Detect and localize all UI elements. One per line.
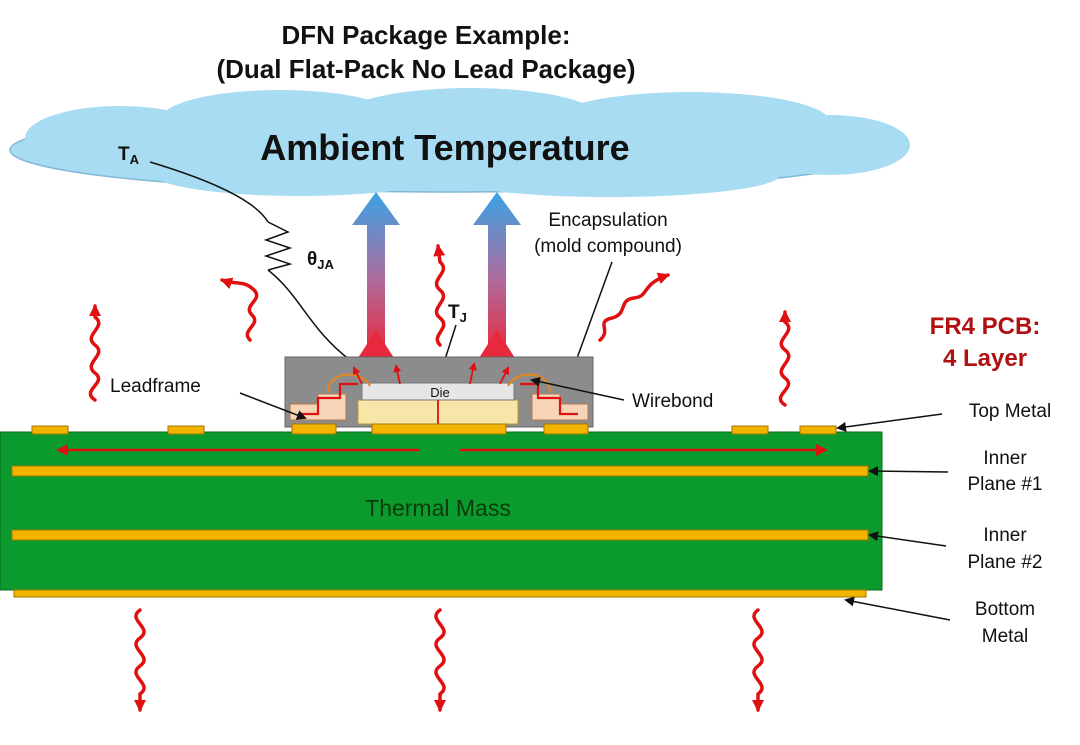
heat-wave-upper-left bbox=[220, 277, 259, 342]
inner-plane-2-label-1: Inner bbox=[983, 525, 1027, 546]
heat-wave-bottom-right bbox=[752, 608, 764, 712]
top-metal-label: Top Metal bbox=[969, 401, 1051, 422]
ambient-temperature-label: Ambient Temperature bbox=[260, 127, 629, 168]
die-heat-arrow-2 bbox=[393, 364, 402, 385]
top-metal-pad-2 bbox=[167, 425, 205, 435]
bottom-metal-pointer bbox=[844, 596, 951, 621]
inner-plane-1 bbox=[11, 465, 869, 477]
bottom-metal-label-2: Metal bbox=[982, 626, 1028, 647]
leadframe-pointer bbox=[239, 392, 307, 420]
top-metal-pad-1 bbox=[31, 425, 69, 435]
wirebond-left bbox=[327, 373, 371, 393]
top-metal-pad-5 bbox=[543, 423, 589, 435]
pcb-title-line-1: FR4 PCB: bbox=[930, 313, 1041, 340]
heat-arrow-base-left bbox=[358, 330, 394, 358]
top-metal-pad-6 bbox=[731, 425, 769, 435]
encapsulation-label-1: Encapsulation bbox=[548, 210, 667, 231]
wirebond-right bbox=[507, 373, 551, 393]
heat-wave-upper-center bbox=[433, 244, 446, 347]
theta-lead-line bbox=[149, 161, 269, 223]
inner-plane-2 bbox=[11, 529, 869, 541]
top-metal-pad-4 bbox=[371, 423, 507, 435]
heat-wave-upper-right bbox=[598, 272, 670, 342]
pcb-title-line-2: 4 Layer bbox=[943, 345, 1027, 372]
top-metal-pad-3 bbox=[291, 423, 337, 435]
ta-symbol: TA bbox=[118, 144, 140, 167]
encapsulation-pointer bbox=[570, 261, 613, 374]
heat-wave-far-right bbox=[778, 310, 791, 407]
top-metal-pointer bbox=[836, 413, 943, 432]
theta-ja-symbol: θJA bbox=[307, 249, 335, 272]
heat-arrow-up-right bbox=[473, 192, 521, 355]
inner-plane-2-pointer bbox=[868, 531, 947, 547]
inner-plane-2-label-2: Plane #2 bbox=[967, 552, 1042, 573]
leadframe-label: Leadframe bbox=[110, 376, 201, 397]
heat-wave-bottom-center bbox=[434, 608, 446, 712]
resistor-zigzag bbox=[263, 221, 293, 271]
heat-arrow-base-right bbox=[479, 330, 515, 358]
top-metal-pad-7 bbox=[799, 425, 837, 435]
bottom-metal-label-1: Bottom bbox=[975, 599, 1035, 620]
pcb-board bbox=[0, 431, 883, 591]
bottom-metal bbox=[13, 589, 867, 598]
inner-plane-1-label-1: Inner bbox=[983, 448, 1027, 469]
wirebond-label: Wirebond bbox=[632, 391, 713, 412]
inner-plane-1-pointer bbox=[868, 466, 949, 477]
title-line-2: (Dual Flat-Pack No Lead Package) bbox=[216, 54, 635, 84]
die-heat-arrow-4 bbox=[499, 366, 509, 385]
die-heat-arrow-1 bbox=[353, 366, 363, 385]
wirebond-pointer bbox=[530, 376, 625, 401]
thermal-mass-label: Thermal Mass bbox=[365, 495, 511, 521]
heat-path-left bbox=[300, 382, 358, 416]
inner-plane-1-label-2: Plane #1 bbox=[967, 474, 1042, 495]
heat-wave-far-left bbox=[88, 304, 101, 402]
die-heat-arrow-3 bbox=[468, 362, 477, 385]
die-label: Die bbox=[430, 385, 450, 400]
encapsulation-label-2: (mold compound) bbox=[534, 236, 682, 257]
tj-symbol: TJ bbox=[448, 302, 467, 325]
ambient-cloud bbox=[9, 88, 910, 197]
heat-wave-bottom-left bbox=[134, 608, 146, 712]
heat-arrow-up-left bbox=[352, 192, 400, 355]
title-line-1: DFN Package Example: bbox=[281, 20, 570, 50]
